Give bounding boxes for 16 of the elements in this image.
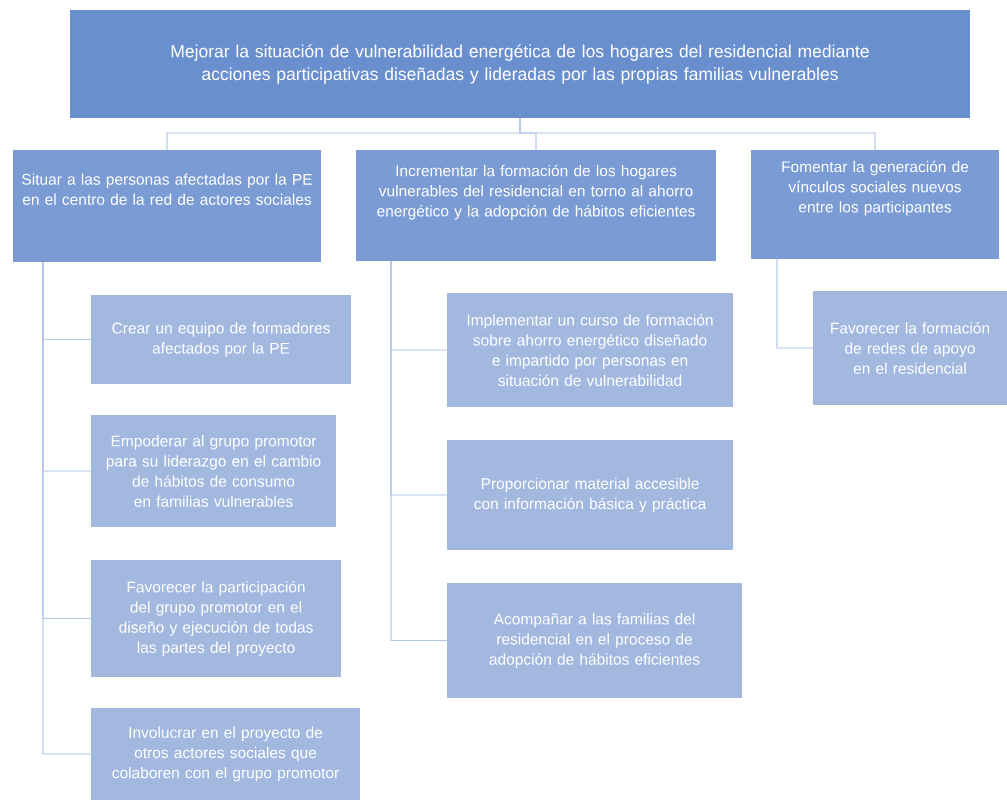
action-box: Favorecer la formación de redes de apoyo en el residencial xyxy=(813,291,1007,405)
connector-line xyxy=(776,258,814,349)
action-box: Involucrar en el proyecto de otros actores sociales que colaboren con el grupo promotor xyxy=(91,708,360,800)
goal-box: Mejorar la situación de vulnerabilidad energética de los hogares del residencial mediante acciones participativas diseñadas y lideradas por las propias familias vulnerables xyxy=(70,10,970,118)
action-box: Empoderar al grupo promotor para su liderazgo en el cambio de hábitos de consumo en familias vulnerables xyxy=(91,415,336,527)
objective-box: Incrementar la formación de los hogares vulnerables del residencial en torno al ahorro energético y la adopción de hábitos eficientes xyxy=(356,150,716,261)
connector-line xyxy=(42,261,92,755)
connector-line xyxy=(519,117,876,151)
action-box: Crear un equipo de formadores afectados por la PE xyxy=(91,295,351,384)
action-box: Acompañar a las familias del residencial en el proceso de adopción de hábitos eficientes xyxy=(447,583,742,698)
objective-box: Situar a las personas afectadas por la PE en el centro de la red de actores sociales xyxy=(13,150,321,262)
action-box: Proporcionar material accesible con información básica y práctica xyxy=(447,440,733,550)
action-box: Implementar un curso de formación sobre ahorro energético diseñado e impartido por personas en situación de vulnerabilidad xyxy=(447,293,733,407)
connector-line xyxy=(390,260,448,642)
action-box: Favorecer la participación del grupo promotor en el diseño y ejecución de todas las partes del proyecto xyxy=(91,560,341,677)
objective-box: Fomentar la generación de vínculos sociales nuevos entre los participantes xyxy=(751,150,999,259)
